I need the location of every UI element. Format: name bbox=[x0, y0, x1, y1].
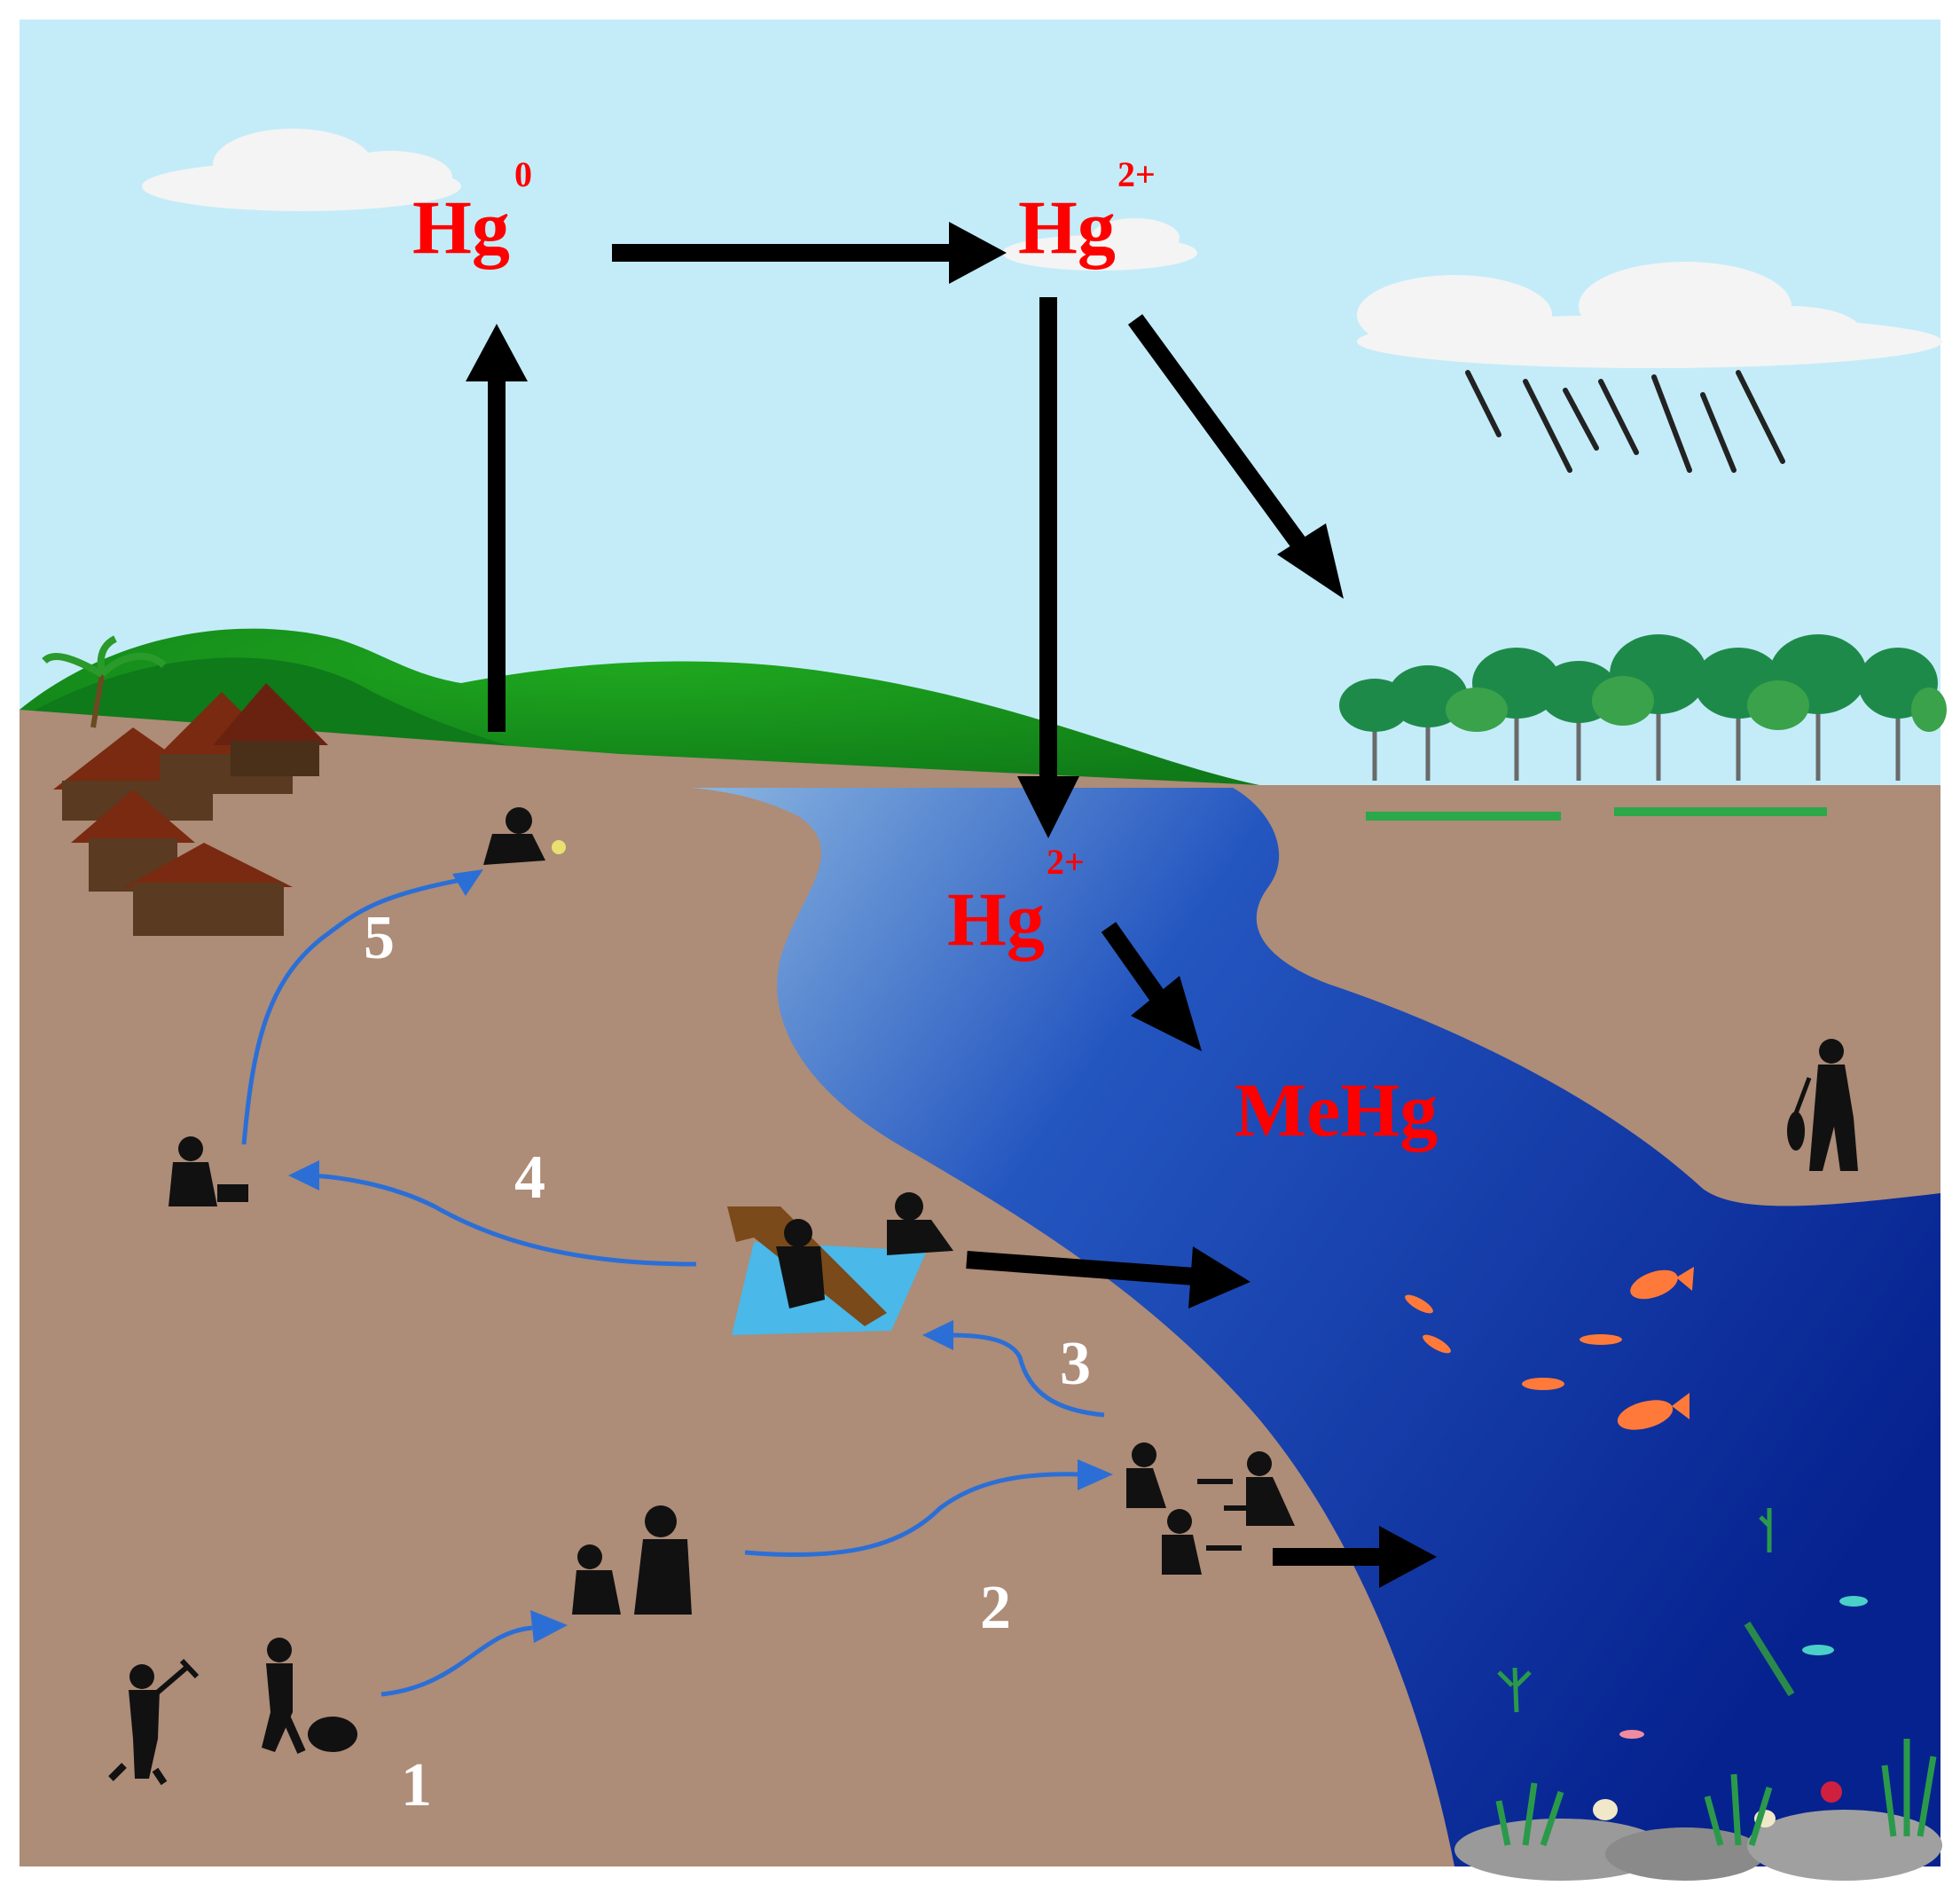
small-fish bbox=[1744, 1596, 1868, 1697]
mehg-label: MeHg bbox=[1235, 1067, 1438, 1152]
hg0-superscript: 0 bbox=[514, 154, 532, 194]
worker-burning-amalgam bbox=[483, 807, 566, 865]
arrow-tailings-discharge bbox=[1273, 1526, 1437, 1588]
village bbox=[42, 635, 328, 936]
arrow-deposition-forest bbox=[1127, 314, 1344, 599]
cloud-right bbox=[1357, 262, 1942, 368]
process-arrow-5 bbox=[241, 876, 471, 1145]
sluice-box bbox=[727, 1192, 953, 1335]
flux-arrows bbox=[466, 222, 1437, 1588]
process-arrow-3 bbox=[948, 1332, 1105, 1418]
process-arrowheads bbox=[288, 869, 1113, 1643]
hg2-air-superscript: 2+ bbox=[1117, 154, 1156, 194]
forest bbox=[1339, 634, 1947, 821]
riverbed bbox=[1454, 1508, 1942, 1881]
step-4-label: 4 bbox=[514, 1143, 545, 1212]
hg0-label: Hg bbox=[412, 185, 510, 270]
process-arrow-2 bbox=[744, 1472, 1083, 1558]
step-5-label: 5 bbox=[364, 904, 395, 972]
step-3-label: 3 bbox=[1060, 1330, 1091, 1398]
hg2-air-label: Hg bbox=[1018, 185, 1116, 270]
river bbox=[692, 788, 1940, 1866]
person-carrying-fish bbox=[1787, 1039, 1858, 1171]
step-1-label: 1 bbox=[401, 1751, 432, 1819]
process-arrow-4 bbox=[301, 1173, 697, 1267]
cloud-left bbox=[142, 129, 461, 211]
cloud-center bbox=[1002, 218, 1197, 271]
arrow-methylation bbox=[1101, 922, 1202, 1051]
hg2-water-superscript: 2+ bbox=[1047, 842, 1085, 882]
hg2-water-label: Hg bbox=[947, 876, 1045, 962]
rain bbox=[1465, 370, 1785, 473]
arrow-deposition-river bbox=[1017, 297, 1079, 838]
process-arrow-1 bbox=[380, 1625, 533, 1697]
step-2-label: 2 bbox=[980, 1574, 1011, 1642]
panning-workers bbox=[1126, 1442, 1295, 1575]
arrow-oxidation bbox=[612, 222, 1007, 284]
miner-with-pickaxe bbox=[108, 1658, 200, 1786]
worker-amalgamating bbox=[169, 1136, 248, 1206]
miner-with-sack bbox=[262, 1638, 357, 1755]
arrow-volatilization bbox=[466, 324, 528, 732]
process-arrows bbox=[241, 876, 1105, 1697]
crushing-workers bbox=[572, 1505, 692, 1615]
arrow-sluice-discharge bbox=[966, 1246, 1250, 1308]
fish-school bbox=[1405, 1267, 1694, 1739]
